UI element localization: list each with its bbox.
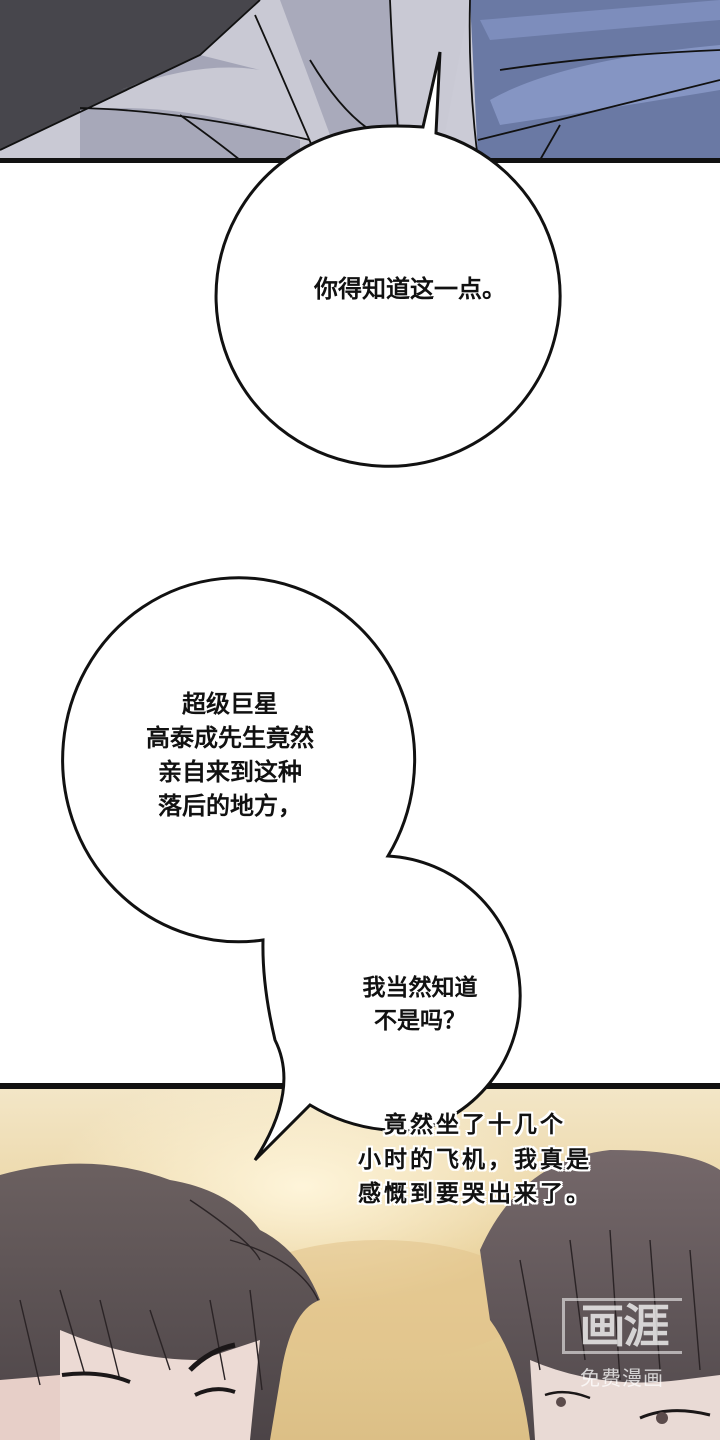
bubble-3-text: 我当然知道 不是吗？ (362, 975, 478, 1035)
bottom-panel (0, 1083, 720, 1440)
bubble-2-text: 超级巨星 高泰成先生竟然 亲自来到这种 落后的地方， (146, 690, 314, 821)
top-panel (0, 0, 720, 163)
bubble-2-shape (61, 576, 522, 1162)
narration-text: 竟然坐了十几个 小时的飞机，我真是 感慨到要哭出来了。 (358, 1112, 592, 1207)
watermark-subtitle: 免费漫画 (580, 1366, 664, 1390)
bubble-1-shape (214, 51, 562, 468)
bubble-1-text: 你得知道这一点。 (314, 275, 506, 303)
watermark-logo: 画涯 (562, 1298, 682, 1354)
speech-bubbles (61, 51, 562, 1162)
watermark: 画涯 免费漫画 (562, 1298, 682, 1391)
